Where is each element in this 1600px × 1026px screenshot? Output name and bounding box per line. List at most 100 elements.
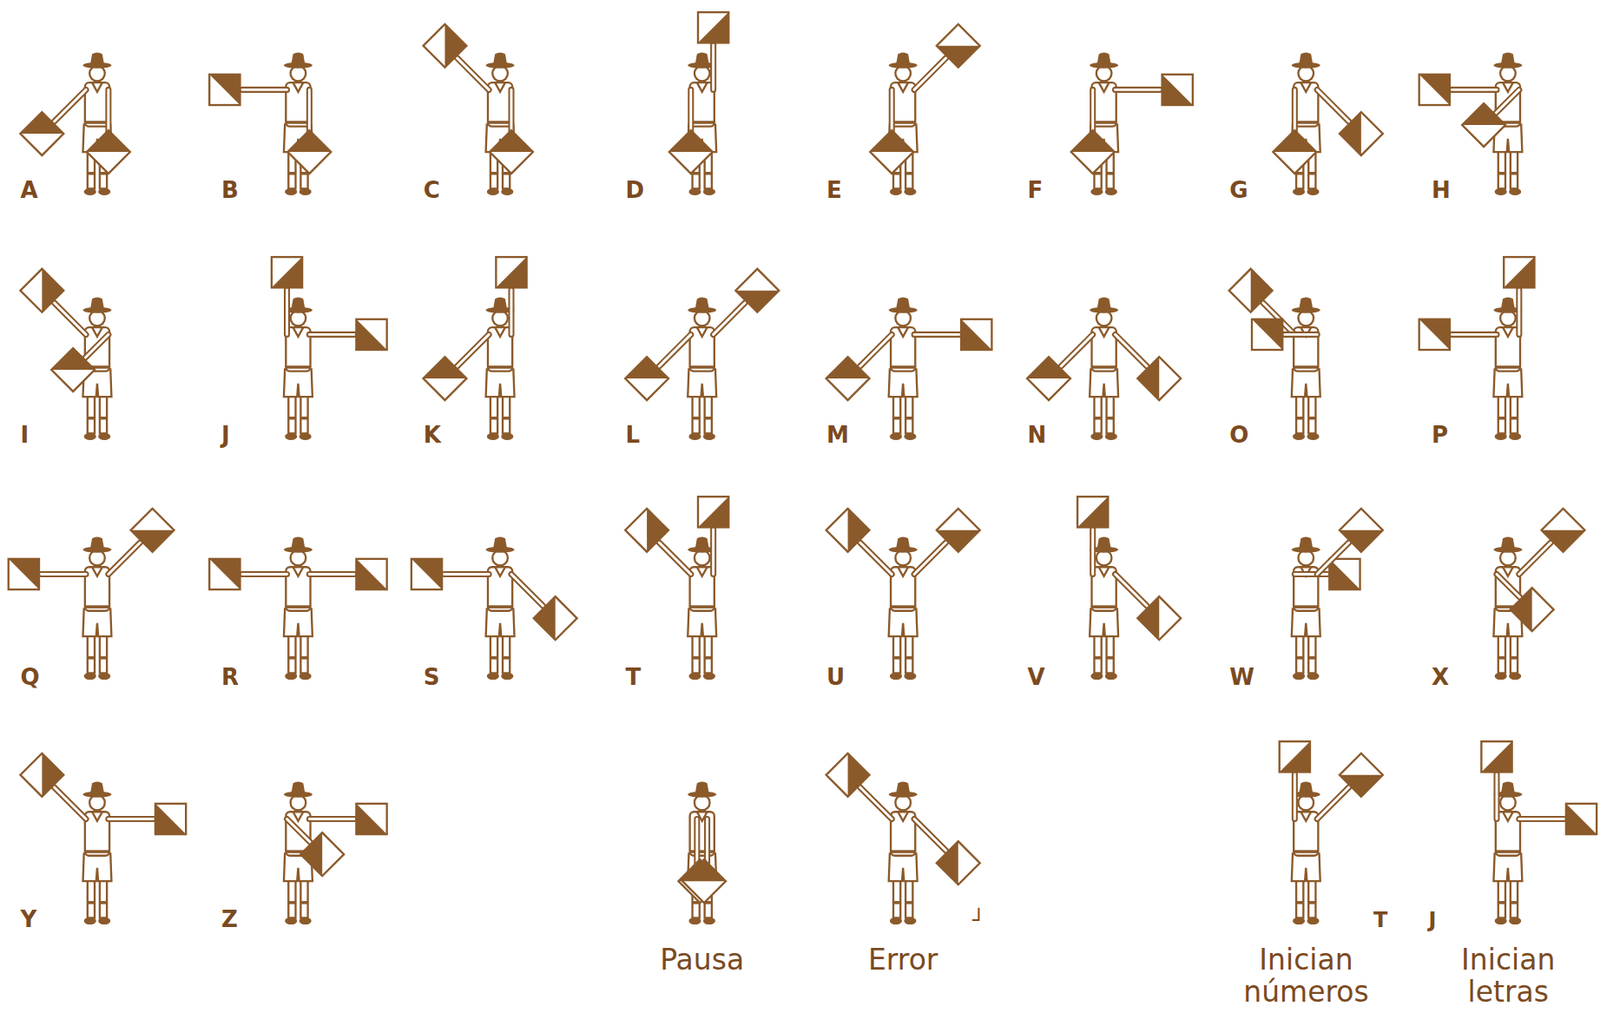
flag [1137,356,1181,401]
arm [710,529,717,575]
neckerchief [92,327,103,337]
shorts [1291,368,1321,397]
semaphore-figure [411,537,578,680]
shorts [83,608,112,637]
flag-cloth [131,508,175,553]
letter-label: R [221,665,239,689]
neckerchief [1300,82,1311,93]
foot [688,188,701,196]
leg [905,879,913,919]
sock-band [1296,656,1304,660]
foot [487,433,500,441]
letter-label: F [1027,178,1044,202]
flag-cloth [1077,496,1108,527]
arm [1519,816,1565,823]
semaphore-figure [1272,52,1383,196]
flag [1137,596,1181,640]
flag-half [209,74,240,106]
flag-cloth [1339,753,1383,797]
belt [285,605,310,609]
arm [1291,774,1298,820]
flag-cloth [826,508,870,553]
letter-label: N [1027,423,1047,447]
leg [99,879,107,919]
neckerchief [1099,82,1110,93]
flag [489,130,534,174]
arm [860,542,893,575]
leg [704,395,712,435]
belt [487,605,513,609]
sock-band [1308,416,1316,421]
flag-cloth [300,832,344,876]
sock-band [288,416,296,421]
leg [1296,395,1304,435]
sleeve [1293,774,1297,820]
flag-half [287,130,331,174]
leg [1308,634,1316,674]
flag [19,111,64,156]
flag-half [411,559,442,590]
flag-half [423,24,468,68]
sleeve [1451,333,1497,336]
semaphore-figure [1027,296,1181,440]
sleeve [914,333,960,336]
flag-half [826,356,870,401]
sock-band [1510,901,1518,905]
hat-brim [1291,307,1321,314]
letter-label: T [625,665,642,689]
sleeve [860,787,893,820]
belt [1495,849,1521,854]
belt [1293,605,1318,609]
arm [242,571,288,578]
sleeve [711,529,715,575]
arm [1060,334,1094,367]
foot [1292,188,1305,196]
sock-band [893,901,901,905]
sock-band [893,656,901,660]
flag [131,508,175,553]
leg [1308,395,1316,435]
sleeve [695,818,698,864]
leg [893,395,901,435]
flag-half [1339,508,1383,553]
flag-half [86,130,131,174]
foot [889,188,903,196]
flag-half [697,496,729,527]
flag-cloth [271,256,303,288]
flag [86,130,131,174]
letter-label: D [625,178,646,202]
flag [1279,741,1311,772]
flag [209,74,240,106]
arm [108,816,154,823]
flag-cloth [936,24,981,68]
foot [903,917,916,925]
foot [284,672,297,680]
foot [500,672,514,680]
foot [688,433,701,441]
arm [860,787,893,820]
arm [1115,334,1148,367]
hat-brim [486,546,515,554]
flag [735,269,779,313]
sock-band [502,416,510,421]
flag [936,841,981,885]
flag [869,130,914,174]
flag [1077,496,1108,527]
flag-half [1566,803,1597,835]
flag-cloth [355,319,387,350]
foot [1292,433,1305,441]
neckerchief [1099,566,1110,577]
shorts [283,608,313,637]
shorts [1493,853,1522,882]
foot [1508,188,1521,196]
neckerchief [293,327,304,337]
flag [1162,74,1193,106]
flag-cloth [625,508,669,553]
sleeve [890,89,894,135]
flag-cloth [355,559,387,590]
flag-half [697,12,729,43]
flag [355,559,387,590]
shorts [283,368,313,397]
leg [300,634,308,674]
